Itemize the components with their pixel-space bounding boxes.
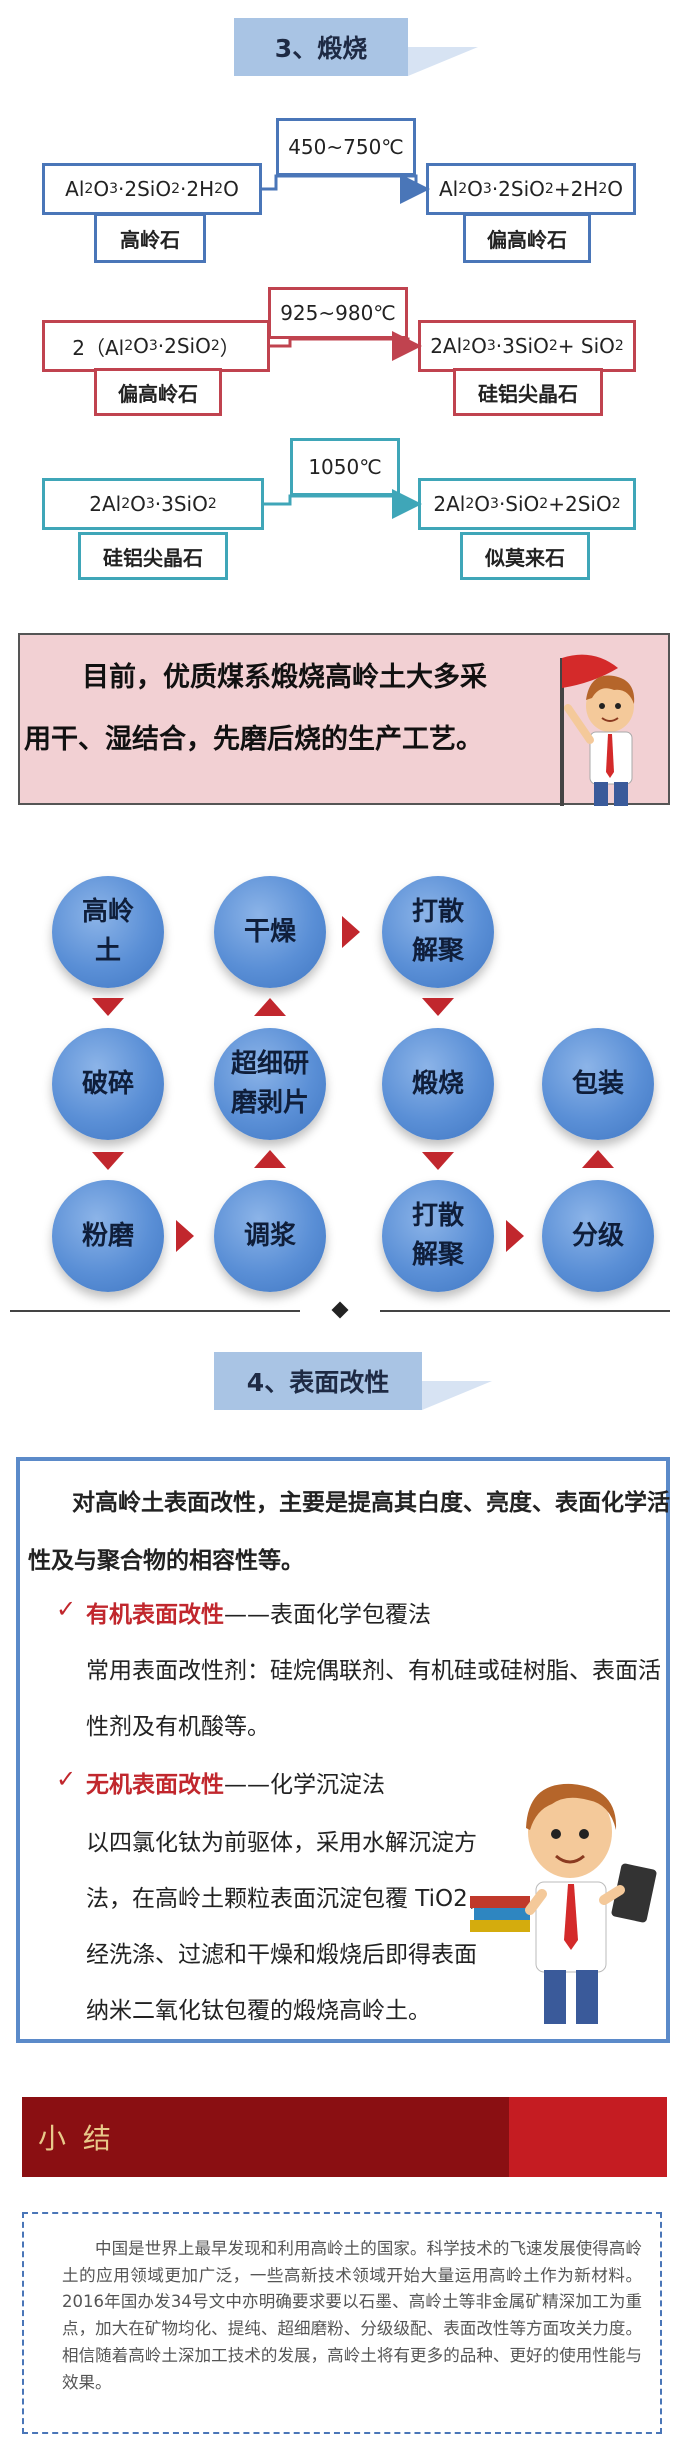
- process-step-slurrying: 调浆: [214, 1180, 326, 1292]
- reaction-3-arrow: [264, 489, 422, 519]
- inorganic-modification-heading: 无机表面改性——化学沉淀法: [86, 1765, 385, 1799]
- inorganic-desc-3: 经洗涤、过滤和干燥和煅烧后即得表面: [86, 1942, 477, 1968]
- process-step-disaggregation-1: 打散解聚: [382, 876, 494, 988]
- organic-modification-method: ——表面化学包覆法: [224, 1602, 431, 1628]
- process-arrow-down: [92, 1152, 124, 1170]
- reaction-1-arrow: [262, 174, 430, 204]
- summary-box: 中国是世界上最早发现和利用高岭土的国家。科学技术的飞速发展使得高岭土的应用领域更…: [22, 2212, 662, 2434]
- section-3-header: 3、煅烧: [234, 18, 408, 76]
- process-arrow-right: [342, 916, 360, 948]
- summary-banner-accent: [509, 2097, 667, 2177]
- section-3-title: 3、煅烧: [274, 34, 368, 63]
- process-arrow-up: [582, 1150, 614, 1168]
- process-step-classification: 分级: [542, 1180, 654, 1292]
- divider-diamond: [331, 1301, 349, 1319]
- inorganic-desc-1: 以四氯化钛为前驱体，采用水解沉淀方: [86, 1830, 477, 1856]
- inorganic-modification-method: ——化学沉淀法: [224, 1772, 385, 1798]
- divider-right: [380, 1310, 670, 1312]
- process-step-packaging: 包装: [542, 1028, 654, 1140]
- info-line-2: 用干、湿结合，先磨后烧的生产工艺。: [24, 724, 483, 755]
- inorganic-desc-4: 纳米二氧化钛包覆的煅烧高岭土。: [86, 1998, 431, 2024]
- surface-intro-1: 对高岭土表面改性，主要是提高其白度、亮度、表面化学活: [72, 1490, 670, 1516]
- organic-desc-2: 性剂及有机酸等。: [86, 1714, 270, 1740]
- reaction-arrows: [262, 174, 430, 519]
- reaction-3-condition: 1050℃: [290, 438, 400, 496]
- reaction-1-product-name: 偏高岭石: [463, 213, 591, 263]
- process-step-kaolin: 高岭土: [52, 876, 164, 988]
- boy-with-flag-illustration: [560, 654, 635, 806]
- divider-left: [10, 1310, 300, 1312]
- process-step-calcination: 煅烧: [382, 1028, 494, 1140]
- process-arrow-up: [254, 998, 286, 1016]
- surface-intro-2: 性及与聚合物的相容性等。: [28, 1548, 304, 1574]
- process-step-drying: 干燥: [214, 876, 326, 988]
- reaction-2-reactant-name: 偏高岭石: [94, 368, 222, 416]
- process-step-crushing: 破碎: [52, 1028, 164, 1140]
- section-3-header-tail: [408, 47, 478, 76]
- reaction-3-product-name: 似莫来石: [460, 532, 590, 580]
- section-4-title: 4、表面改性: [246, 1368, 390, 1397]
- section-4-header: 4、表面改性: [214, 1352, 422, 1410]
- organic-modification-heading: 有机表面改性——表面化学包覆法: [86, 1595, 431, 1629]
- checkmark-icon: ✓: [56, 1595, 77, 1623]
- reaction-3-reactant-name: 硅铝尖晶石: [78, 532, 228, 580]
- boy-with-books-and-tablet-illustration: [470, 1783, 657, 2024]
- section-4-header-tail: [422, 1381, 492, 1410]
- info-line-1: 目前，优质煤系煅烧高岭土大多采: [82, 662, 487, 693]
- process-arrow-down: [422, 1152, 454, 1170]
- process-arrow-right: [176, 1220, 194, 1252]
- inorganic-desc-2: 法，在高岭土颗粒表面沉淀包覆 TiO2，: [86, 1886, 491, 1912]
- process-arrow-down: [422, 998, 454, 1016]
- inorganic-modification-label: 无机表面改性: [86, 1772, 224, 1798]
- process-arrow-up: [254, 1150, 286, 1168]
- process-step-ultrafine-delamination: 超细研磨剥片: [214, 1028, 326, 1140]
- summary-banner: 小 结: [22, 2097, 667, 2177]
- organic-modification-label: 有机表面改性: [86, 1602, 224, 1628]
- organic-desc-1: 常用表面改性剂：硅烷偶联剂、有机硅或硅树脂、表面活: [86, 1658, 661, 1684]
- process-step-disaggregation-2: 打散解聚: [382, 1180, 494, 1292]
- reaction-1-reactant-name: 高岭石: [94, 213, 206, 263]
- summary-text: 中国是世界上最早发现和利用高岭土的国家。科学技术的飞速发展使得高岭土的应用领域更…: [62, 2239, 642, 2392]
- reaction-2-product-name: 硅铝尖晶石: [453, 368, 603, 416]
- summary-title: 小 结: [38, 2122, 115, 2155]
- checkmark-icon: ✓: [56, 1765, 77, 1793]
- process-arrow-right: [506, 1220, 524, 1252]
- process-step-grinding: 粉磨: [52, 1180, 164, 1292]
- process-arrow-down: [92, 998, 124, 1016]
- reaction-2-arrow: [270, 331, 422, 361]
